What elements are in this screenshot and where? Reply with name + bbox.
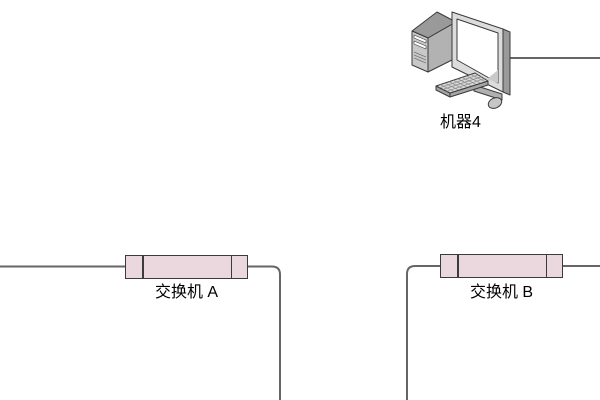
switch-port-divider (142, 256, 144, 278)
node-machine4[interactable]: 机器4 (403, 3, 518, 138)
computer-keyboard (435, 72, 489, 98)
node-label-switch-b: 交换机 B (469, 284, 534, 301)
node-switch-a[interactable] (125, 255, 248, 279)
switch-port-divider (545, 255, 547, 277)
connector-switch-b-bottom[interactable] (406, 265, 440, 400)
node-switch-b[interactable] (440, 254, 563, 278)
computer-monitor (451, 11, 511, 101)
node-label-machine4: 机器4 (440, 114, 481, 131)
switch-port-divider (230, 256, 232, 278)
computer-icon (411, 11, 511, 109)
node-label-switch-a: 交换机 A (154, 284, 219, 301)
switch-port-divider (457, 255, 459, 277)
computer-mouse (487, 97, 503, 109)
connector-switch-a-bottom[interactable] (248, 265, 281, 400)
computer-tower (411, 11, 457, 73)
